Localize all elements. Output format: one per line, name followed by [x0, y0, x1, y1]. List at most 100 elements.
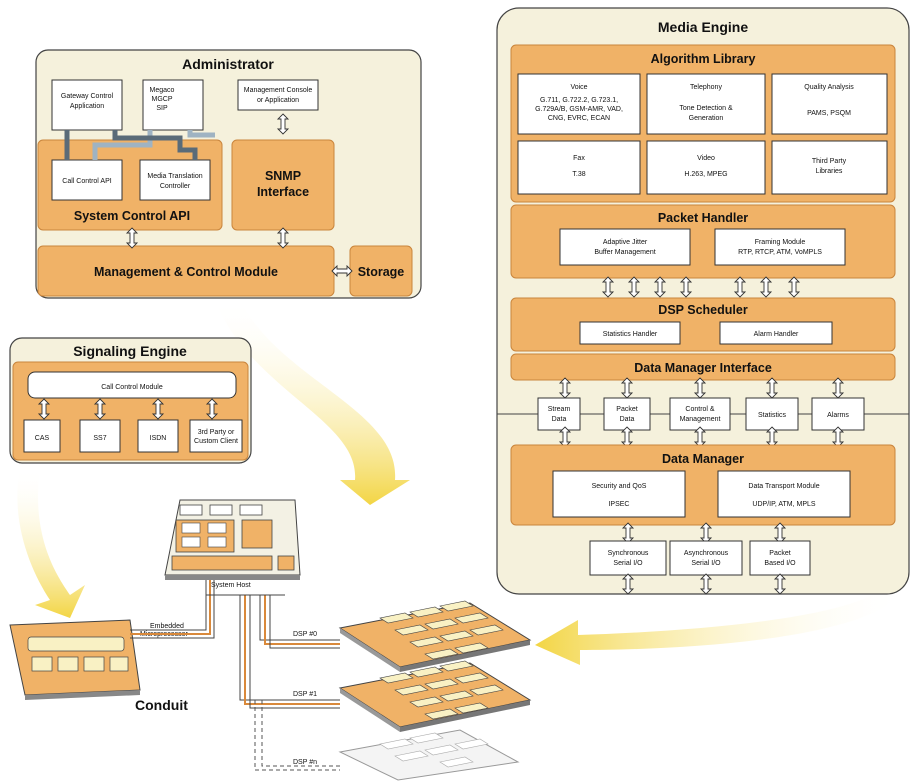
telephony-line2: Generation — [689, 115, 724, 122]
stream-data-box — [537, 397, 581, 431]
video-line1: H.263, MPEG — [684, 171, 727, 178]
async-io-line1: Asynchronous — [684, 550, 729, 557]
statistics-handler-label: Statistics Handler — [603, 331, 658, 338]
ss7-label: SS7 — [93, 435, 106, 442]
flow-arrow-signaling — [17, 468, 86, 618]
security-line1: IPSEC — [608, 501, 629, 508]
connector-translation-c — [187, 130, 215, 138]
sync-io-box — [589, 540, 667, 576]
flow-arrow-media — [535, 590, 905, 665]
dsp1-label: DSP #1 — [293, 691, 317, 698]
media-translation-line1: Media Translation — [147, 173, 202, 180]
alarms-label: Alarms — [827, 412, 849, 419]
administrator-title: Administrator — [182, 56, 274, 72]
packet-handler-title: Packet Handler — [658, 211, 748, 225]
telephony-line1: Tone Detection & — [679, 105, 733, 112]
algorithm-library-title: Algorithm Library — [651, 52, 756, 66]
packet-io-line2: Based I/O — [764, 560, 796, 567]
signaling-panel: Signaling Engine Call Control Module CAS… — [9, 337, 252, 464]
alarm-handler-box — [719, 321, 833, 345]
third-party-libraries-box — [771, 140, 888, 195]
fax-box — [517, 140, 641, 195]
jitter-line1: Adaptive Jitter — [603, 239, 648, 246]
third-party-line1: 3rd Party or — [198, 429, 235, 436]
video-title: Video — [697, 155, 715, 162]
snmp-line2: Interface — [257, 185, 309, 199]
voice-line1: G.711, G.722.2, G.723.1, — [540, 97, 618, 104]
data-manager-interface-title: Data Manager Interface — [634, 361, 772, 375]
jitter-line2: Buffer Management — [594, 249, 655, 256]
alarms-box — [811, 397, 865, 431]
statistics-box — [745, 397, 799, 431]
system-control-api-label: System Control API — [74, 209, 190, 223]
call-control-api-label: Call Control API — [62, 178, 111, 185]
gateway-control-app-line2: Application — [70, 103, 104, 110]
quality-analysis-box — [771, 73, 888, 135]
voice-line3: CNG, EVRC, ECAN — [548, 115, 610, 122]
framing-line1: Framing Module — [755, 239, 806, 246]
dsp-board-n — [338, 729, 520, 781]
system-host-board — [164, 499, 301, 580]
isdn-box — [137, 419, 179, 453]
third-party-client-box — [189, 419, 243, 453]
snmp-line1: SNMP — [265, 169, 301, 183]
control-management-box — [669, 397, 731, 431]
mgmt-console-box — [237, 79, 319, 111]
voice-title: Voice — [570, 84, 587, 91]
video-box — [646, 140, 766, 195]
cas-label: CAS — [35, 435, 50, 442]
statistics-label: Statistics — [758, 412, 787, 419]
storage-label: Storage — [358, 265, 405, 279]
ss7-box — [79, 419, 121, 453]
media-translation-box — [139, 159, 211, 201]
packet-data-box — [603, 397, 651, 431]
fax-title: Fax — [573, 155, 585, 162]
jitter-buffer-box — [559, 228, 691, 266]
dsp-scheduler-title: DSP Scheduler — [658, 303, 748, 317]
telephony-box — [646, 73, 766, 135]
connector-translation-b — [112, 130, 198, 160]
sync-io-line1: Synchronous — [608, 550, 649, 557]
media-title: Media Engine — [658, 19, 748, 35]
mgmt-control-label: Management & Control Module — [94, 265, 278, 279]
dsp-board-1 — [338, 660, 532, 732]
data-manager-title: Data Manager — [662, 452, 744, 466]
data-manager-interface-block — [510, 353, 896, 381]
transport-line1: UDP/IP, ATM, MPLS — [752, 501, 815, 508]
framing-module-box — [714, 228, 846, 266]
alarm-handler-label: Alarm Handler — [754, 331, 799, 338]
megaco-line2: MGCP — [152, 96, 173, 103]
fax-line1: T.38 — [572, 171, 585, 178]
sync-io-line2: Serial I/O — [613, 560, 643, 567]
embedded-microprocessor-board — [9, 619, 141, 700]
third-party-line2: Custom Client — [194, 438, 238, 445]
third-party-libs-line2: Libraries — [816, 168, 843, 175]
dspn-label: DSP #n — [293, 759, 317, 766]
megaco-line3: SIP — [156, 105, 168, 112]
voice-line2: G.729A/B, GSM-AMR, VAD, — [535, 106, 623, 113]
media-translation-line2: Controller — [160, 183, 191, 190]
embedded-line1: Embedded — [150, 623, 184, 630]
telephony-title: Telephony — [690, 84, 722, 91]
signaling-title: Signaling Engine — [73, 343, 187, 359]
security-title: Security and QoS — [592, 483, 647, 490]
administrator-panel: Administrator Gateway Control Applicatio… — [35, 49, 422, 299]
framing-line2: RTP, RTCP, ATM, VoMPLS — [738, 249, 822, 256]
conduit-label: Conduit — [135, 697, 188, 713]
control-mgmt-line2: Management — [680, 416, 721, 423]
call-control-module — [27, 371, 237, 399]
data-transport-box — [717, 470, 851, 518]
packet-io-box — [749, 540, 811, 576]
voice-box — [517, 73, 641, 135]
megaco-line1: Megaco — [150, 87, 175, 94]
mgmt-console-line1: Management Console — [244, 87, 313, 94]
async-io-box — [669, 540, 743, 576]
packet-data-line2: Data — [620, 416, 635, 423]
gateway-control-app-line1: Gateway Control — [61, 93, 114, 100]
transport-title: Data Transport Module — [748, 483, 819, 490]
media-engine-panel: Media Engine Algorithm Library Voice G.7… — [496, 7, 910, 595]
system-host-label: System Host — [211, 582, 251, 589]
security-qos-box — [552, 470, 686, 518]
cas-box — [23, 419, 61, 453]
